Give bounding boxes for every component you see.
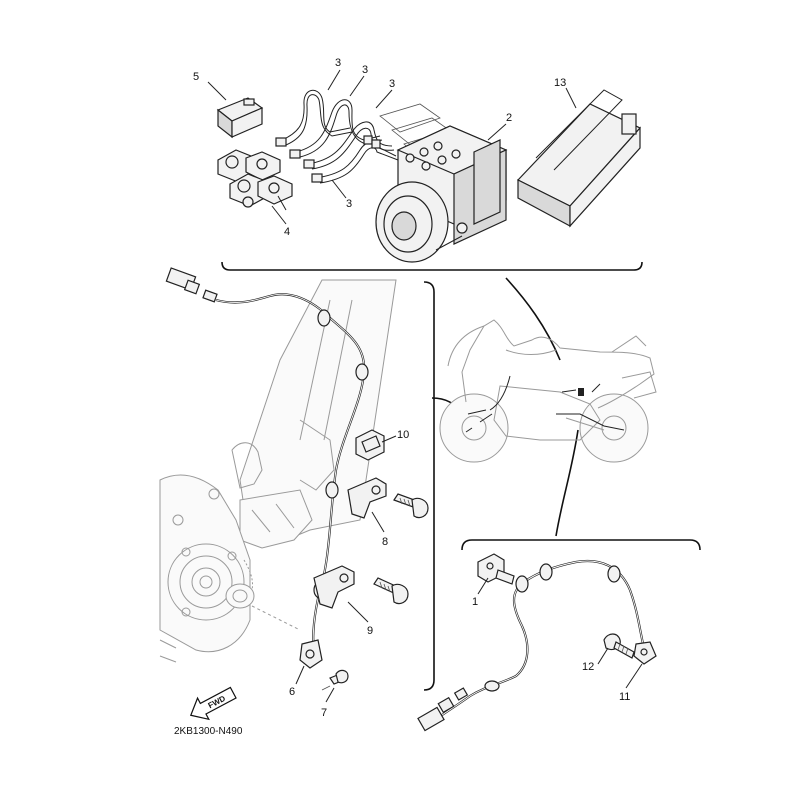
- callout-3-d: 3: [346, 198, 352, 210]
- part-5-connector: [216, 97, 264, 139]
- top-parts-group: 5 3 3 3 3 4 2 13: [193, 57, 641, 263]
- callout-10: 10: [397, 429, 409, 441]
- front-fork-assembly: [159, 279, 397, 663]
- callout-13: 13: [554, 77, 566, 89]
- rear-leaders: [477, 577, 643, 689]
- callout-2: 2: [506, 112, 512, 124]
- callout-6: 6: [289, 686, 295, 698]
- callout-5: 5: [193, 71, 199, 83]
- callout-9: 9: [367, 625, 373, 637]
- motorcycle-silhouette: [439, 319, 657, 463]
- callout-1: 1: [472, 596, 478, 608]
- callout-7: 7: [321, 707, 327, 719]
- callout-3-b: 3: [362, 64, 368, 76]
- part-9-bracket: [313, 565, 409, 609]
- brake-pipes: [275, 89, 465, 184]
- part-2-abs-unit: [375, 125, 508, 263]
- callout-8: 8: [382, 536, 388, 548]
- callout-11: 11: [619, 691, 630, 703]
- callout-12: 12: [582, 661, 594, 673]
- callout-3-c: 3: [389, 78, 395, 90]
- fwd-arrow-icon: FWD: [189, 686, 237, 721]
- callout-4: 4: [284, 226, 290, 238]
- mid-leaders: [295, 435, 397, 703]
- top-leaders: [207, 69, 577, 225]
- callout-3-a: 3: [335, 57, 341, 69]
- part-4-brackets: [217, 149, 293, 211]
- part-7-screw: [321, 669, 349, 691]
- part-8-bracket: [347, 477, 429, 519]
- diagram-code: 2KB1300-N490: [174, 726, 243, 737]
- part-13-ecu: [517, 89, 641, 228]
- rear-sensor-cable: [417, 553, 657, 732]
- part-10-clamp: [355, 429, 385, 461]
